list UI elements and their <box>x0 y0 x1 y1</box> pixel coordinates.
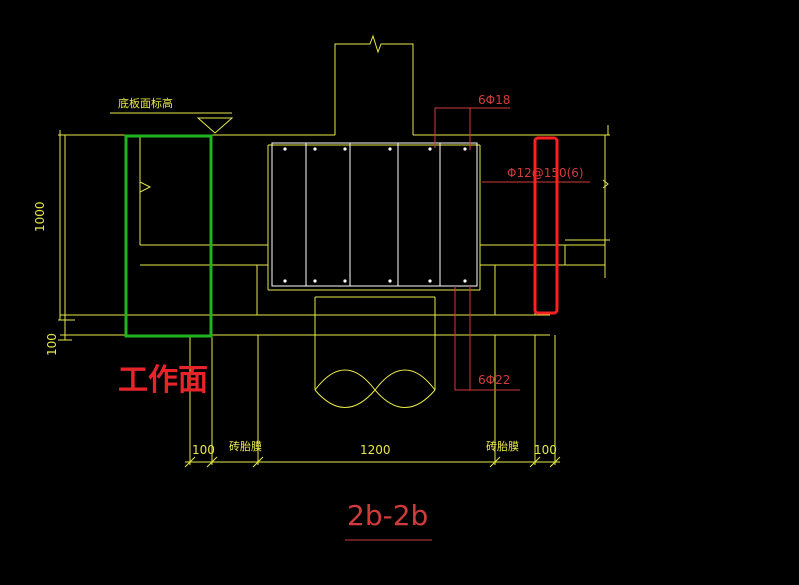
height-bottom-dimension: 100 <box>45 333 59 356</box>
top-rebar <box>388 147 392 151</box>
height-main-dimension: 1000 <box>33 201 47 232</box>
brick-form-left <box>211 264 258 316</box>
top-rebar <box>428 147 432 151</box>
width-left-dimension: 100 <box>192 443 215 457</box>
top-rebar <box>343 147 347 151</box>
width-center-dimension: 1200 <box>360 443 391 457</box>
horizontal-dimensions: 100 砖胎膜 1200 砖胎膜 100 <box>184 439 561 468</box>
top-rebar <box>463 147 467 151</box>
top-rebar <box>283 147 287 151</box>
working-face-highlight-left <box>124 134 213 338</box>
bottom-rebar <box>283 279 287 283</box>
brick-form-right-label: 砖胎膜 <box>486 439 519 453</box>
bottom-rebar <box>343 279 347 283</box>
bottom-bars-label: 6Φ22 <box>478 373 510 387</box>
top-rebar <box>313 147 317 151</box>
bottom-rebar <box>388 279 392 283</box>
bottom-rebar <box>463 279 467 283</box>
bottom-rebar <box>313 279 317 283</box>
brick-form-left-label: 砖胎膜 <box>229 439 262 453</box>
section-title: 2b-2b <box>347 499 428 532</box>
vertical-dimensions: 1000 100 <box>33 134 72 356</box>
width-right-dimension: 100 <box>534 443 557 457</box>
stirrups-label: Φ12@150(6) <box>507 166 584 180</box>
working-face-highlight-right <box>533 136 559 315</box>
brick-form-right <box>494 264 536 316</box>
column-outline <box>334 34 414 135</box>
slab-top-elevation-label: 底板面标高 <box>118 96 173 110</box>
elevation-marker: 底板面标高 <box>110 96 234 134</box>
rebar-leaders: 6Φ18 Φ12@150(6) 6Φ22 <box>434 93 590 391</box>
top-bars-label: 6Φ18 <box>478 93 510 107</box>
bottom-rebar <box>428 279 432 283</box>
rebar-cage <box>271 142 478 287</box>
section-title-group: 2b-2b <box>345 499 432 541</box>
handwritten-working-face-note: 工作面 <box>118 363 208 398</box>
